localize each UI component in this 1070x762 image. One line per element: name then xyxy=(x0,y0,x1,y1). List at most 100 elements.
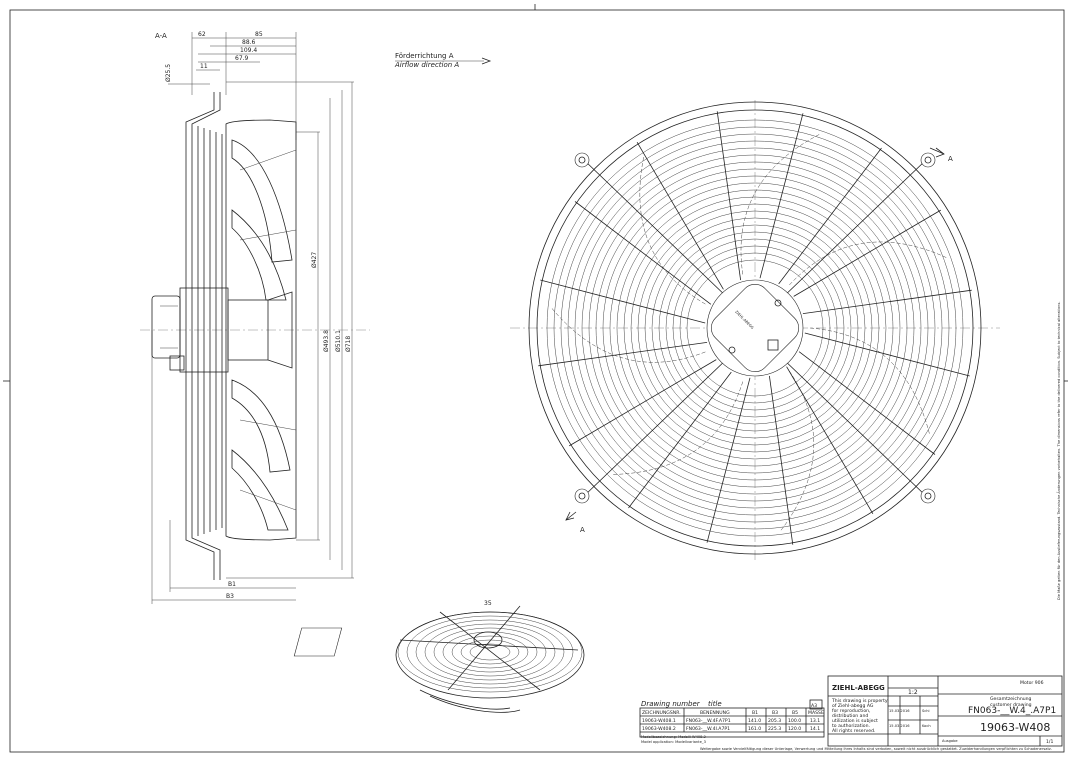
dim-diameter-493-8: Ø493.8 xyxy=(323,330,330,352)
fan-blade-edge xyxy=(740,133,821,275)
isometric-view: 35 xyxy=(293,600,585,713)
product-name: FN063-__W.4_.A7P1 xyxy=(968,706,1056,716)
guard-spoke xyxy=(759,113,804,279)
title-brand: ZIEHL-ABEGG xyxy=(832,684,885,692)
property-text: This drawing is property of Ziehl-abegg … xyxy=(831,698,888,734)
guard-ring xyxy=(546,119,964,537)
guard-spoke xyxy=(538,342,708,367)
row2-b1: 161.0 xyxy=(748,726,761,732)
variant-note-2: Model application: Modellvariante_3 xyxy=(641,740,706,744)
scale-symbol-box xyxy=(809,699,823,710)
guard-ring xyxy=(665,238,845,418)
col-b1: B1 xyxy=(752,710,758,716)
dim-11: 11 xyxy=(200,63,208,70)
col-b3: B3 xyxy=(772,710,778,716)
dim-diameter-427: Ø427 xyxy=(311,252,318,268)
title-block: ZIEHL-ABEGG 1:2 This drawing is property… xyxy=(700,675,1063,751)
row1-b3: 205.3 xyxy=(768,718,781,724)
guard-spoke xyxy=(636,141,724,290)
dim-b1: B1 xyxy=(228,581,236,588)
svg-text:to authorization.: to authorization. xyxy=(832,723,870,729)
nozzle-ring xyxy=(225,119,297,541)
iso-guard-ring xyxy=(415,619,565,685)
drawn-name: Schi xyxy=(922,709,930,713)
fan-blade-edge xyxy=(809,327,931,436)
guard-ring xyxy=(637,210,873,446)
iso-guard-ring xyxy=(433,627,547,677)
guard-ring xyxy=(595,168,915,488)
guard-spoke xyxy=(786,366,874,515)
guard-spokes xyxy=(538,111,972,545)
dim-88-6: 88.6 xyxy=(242,39,256,46)
dim-diameter-718: Ø718 xyxy=(345,336,352,352)
row1-number: 19063-W408.1 xyxy=(642,718,676,724)
fan-blades-profile xyxy=(231,139,297,531)
iso-guard-ring xyxy=(442,631,538,673)
section-marker-top: A xyxy=(948,155,953,163)
drawn-date: 15.03.2016 xyxy=(889,709,910,713)
front-view: ZIEHL-ABEGG A A xyxy=(510,100,1000,560)
guard-ring xyxy=(672,245,838,411)
guard-spoke xyxy=(540,279,706,324)
fan-blade-edge xyxy=(611,381,744,475)
guard-spoke xyxy=(716,111,741,281)
sheet-border xyxy=(9,9,1065,753)
guard-spoke xyxy=(802,289,972,314)
iso-guard-ring xyxy=(424,623,556,681)
guard-spoke xyxy=(798,351,936,455)
dim-62: 62 xyxy=(198,31,206,38)
fan-blade-edge xyxy=(789,241,948,286)
guard-rings xyxy=(528,101,982,555)
edition-label: Ausgabe xyxy=(942,739,958,743)
dim-109-4: 109.4 xyxy=(240,47,257,54)
iso-dim: 35 xyxy=(484,600,492,607)
guard-spoke xyxy=(769,375,794,545)
guard-ring xyxy=(567,140,943,516)
motor-hub: ZIEHL-ABEGG xyxy=(706,279,804,377)
col-benennung: BENENNUNG xyxy=(700,710,730,716)
iso-guard-ring xyxy=(451,635,529,669)
guard-ring xyxy=(609,182,901,474)
variant-head-drawing-number: Drawing number xyxy=(641,700,701,708)
dim-85: 85 xyxy=(255,31,263,38)
row2-mass: 14.1 xyxy=(810,726,820,732)
title-en: customer drawing xyxy=(990,702,1032,708)
row2-b5: 120.0 xyxy=(788,726,801,732)
guard-spoke xyxy=(568,359,717,447)
support-arms xyxy=(574,152,936,504)
title-de: Gesamtzeichnung xyxy=(990,696,1032,702)
section-marker-bottom: A xyxy=(580,526,585,534)
dim-diameter-25-5: Ø25.5 xyxy=(165,64,172,82)
fan-blade-edge xyxy=(550,307,706,363)
guard-ring xyxy=(553,126,957,530)
guard-ring xyxy=(560,133,950,523)
guard-ring xyxy=(630,203,880,453)
variant-note-1: Modellbezeichnung: Modelli-W408.2 xyxy=(641,735,706,739)
col-zeichnungsnr: ZEICHNUNGSNR. xyxy=(642,710,681,716)
scale-symbol: A3 xyxy=(811,703,817,709)
guard-spoke xyxy=(706,377,751,543)
guard-ring xyxy=(658,231,852,425)
guard-ring xyxy=(574,147,936,509)
svg-text:distribution and: distribution and xyxy=(832,713,868,719)
row2-number: 19063-W408.2 xyxy=(642,726,676,732)
row2-b3: 225.3 xyxy=(768,726,781,732)
guard-ring xyxy=(536,109,974,547)
svg-text:This drawing is property: This drawing is property xyxy=(831,698,888,704)
outer-ring xyxy=(528,101,982,555)
col-b5: B5 xyxy=(792,710,798,716)
airflow-de: Förderrichtung A xyxy=(395,52,454,60)
section-view-a-a: A-A 62 85 88.6 109.4 67.9 11 Ø25.5 Ø42 xyxy=(140,31,370,604)
row1-title: FN063-__W.4F.A7P1 xyxy=(686,718,731,724)
scale-value: 1:2 xyxy=(908,689,918,696)
airflow-en: Airflow direction A xyxy=(394,61,459,69)
guard-ring xyxy=(686,259,824,397)
iso-guard-ring xyxy=(469,643,511,661)
guard-ring xyxy=(602,175,908,481)
variant-head-title: title xyxy=(708,700,722,708)
checked-name: Koch xyxy=(922,724,931,728)
guard-ring xyxy=(679,252,831,404)
guard-spoke xyxy=(793,209,942,297)
airflow-label: Förderrichtung A Airflow direction A xyxy=(394,52,492,69)
